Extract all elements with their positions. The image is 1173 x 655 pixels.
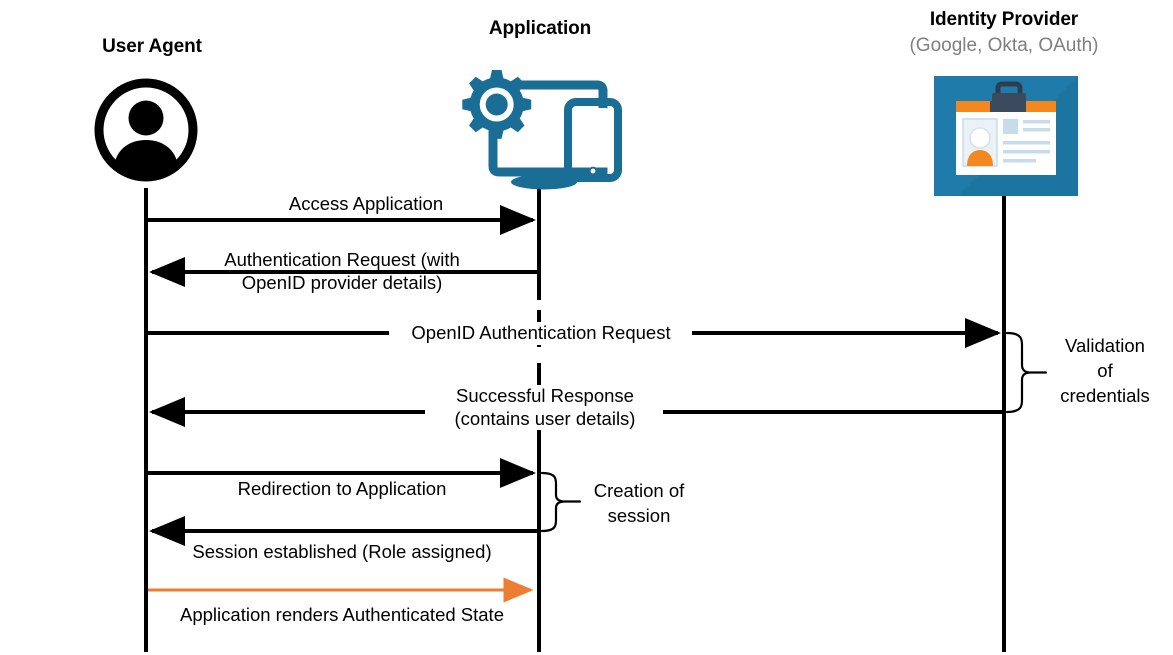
id-badge-icon <box>934 76 1078 196</box>
actor-subtitle-identity-provider: (Google, Okta, OAuth) <box>909 35 1099 56</box>
actor-icon-identity-provider <box>934 76 1078 196</box>
actor-title-application: Application <box>488 18 592 39</box>
note-validation-line2: of <box>1097 359 1113 381</box>
brace-validation-of-credentials <box>1005 331 1048 414</box>
actor-icon-application <box>451 68 637 190</box>
gear-icon <box>462 70 532 139</box>
brace-creation-of-session <box>540 471 582 533</box>
actor-title-user-agent: User Agent <box>102 36 202 57</box>
note-validation-line3: credentials <box>1060 384 1150 406</box>
message-label-authentication-request-line1: Authentication Request (with <box>224 249 460 270</box>
message-label-session-established: Session established (Role assigned) <box>192 541 492 562</box>
note-validation-line1: Validation <box>1065 335 1145 356</box>
person-circle-icon <box>94 78 198 182</box>
message-label-openid-authentication-request: OpenID Authentication Request <box>391 322 691 345</box>
actor-title-identity-provider: Identity Provider <box>929 9 1079 30</box>
note-creation-of-session: Creation of session <box>578 479 700 529</box>
note-validation-of-credentials: Validation of credentials <box>1043 334 1167 409</box>
note-creation-line2: session <box>607 504 671 526</box>
message-label-authentication-request: Authentication Request (with OpenID prov… <box>152 249 532 294</box>
message-label-access-application: Access Application <box>288 193 444 214</box>
message-label-successful-response-line2: (contains user details) <box>454 407 636 429</box>
note-creation-line1: Creation of <box>593 480 685 501</box>
message-label-successful-response: Successful Response (contains user detai… <box>427 385 663 431</box>
message-label-redirection-to-application: Redirection to Application <box>237 478 447 499</box>
actor-icon-user-agent <box>94 78 198 182</box>
message-label-application-renders-authenticated-state: Application renders Authenticated State <box>180 604 504 625</box>
message-label-authentication-request-line2: OpenID provider details) <box>241 271 443 293</box>
gear-monitor-mobile-icon <box>462 70 622 190</box>
message-label-successful-response-line1: Successful Response <box>456 385 634 406</box>
